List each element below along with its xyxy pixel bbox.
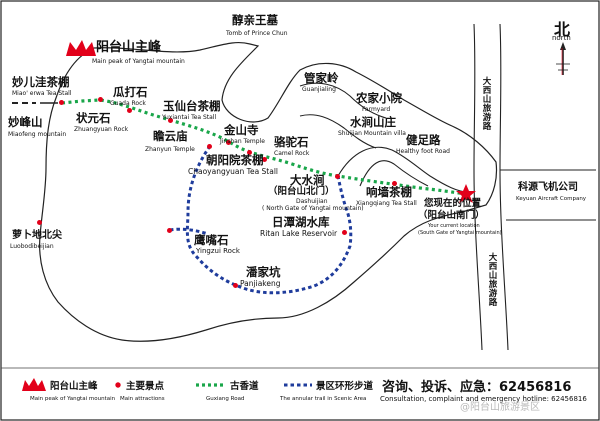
- contact-hotline: 咨询、投诉、应急：62456816: [382, 380, 572, 395]
- north-arrow: [560, 42, 566, 50]
- dot-luobodi: [37, 220, 42, 225]
- label-current-gate-en: (South Gate of Yangtai mountain): [418, 230, 502, 236]
- label-current: 您现在的位置: [424, 198, 482, 209]
- label-miaofeng: 妙峰山: [8, 115, 43, 129]
- label-panjiakeng-en: Panjiakeng: [240, 279, 281, 288]
- north-label-en: north: [552, 34, 571, 42]
- daxishan-road-a: [473, 23, 483, 351]
- label-yingzui: 鹰嘴石: [194, 233, 229, 247]
- current-location-star: [456, 184, 476, 203]
- legend-peak-icon: [22, 378, 46, 391]
- valley-ridge: [359, 160, 429, 187]
- farmyard-road: [299, 82, 387, 119]
- peak-icon: [66, 40, 96, 56]
- dot-guada: [127, 108, 132, 113]
- legend-ancient-road-label: 古香道: [230, 381, 259, 392]
- daxishan-road-b: [499, 23, 509, 351]
- legend-peak-label: 阳台山主峰: [50, 381, 98, 392]
- label-main-peak: 阳台山主峰: [96, 40, 162, 55]
- label-farmyard-en: Farmyard: [362, 106, 391, 113]
- label-keyuan-en: Keyuan Aircraft Company: [516, 196, 587, 202]
- legend-attraction-dot-icon: [115, 382, 121, 388]
- road-label-daxishan-upper: 大西山旅游路: [482, 77, 492, 132]
- label-dashuijian: 大水涧: [290, 173, 325, 187]
- label-keyuan: 科源飞机公司: [518, 182, 578, 193]
- label-shuijian: 水涧山庄: [350, 115, 396, 129]
- dot-dashuijian: [335, 174, 340, 179]
- legend-trail-label: 景区环形步道: [316, 381, 374, 392]
- mountain-boundary: [39, 41, 498, 342]
- dot-zhuangyuan: [98, 97, 103, 102]
- label-zhanyun-en: Zhanyun Temple: [145, 146, 195, 153]
- label-miaoerwa-en: Miao' erwa Tea Stall: [12, 90, 72, 97]
- dot-zhanyun: [207, 144, 212, 149]
- label-dashuijian-en: Dashuijian: [296, 198, 328, 205]
- label-tomb-en: Tomb of Prince Chun: [226, 30, 288, 37]
- shuijian-road: [299, 114, 377, 149]
- dot-yingzui: [167, 228, 172, 233]
- label-zhanyun: 瞻云庙: [153, 129, 188, 143]
- label-jinshan-en: Jinshan Temple: [220, 138, 265, 145]
- label-guada-en: Guada Rock: [110, 100, 146, 107]
- legend-trail-label-en: The annular trail in Scenic Area: [280, 396, 367, 402]
- label-farmyard: 农家小院: [356, 91, 402, 105]
- label-miaoerwa: 妙儿洼茶棚: [12, 75, 70, 89]
- label-miaofeng-en: Miaofeng mountain: [8, 131, 67, 138]
- label-healthy: 健足路: [406, 133, 441, 147]
- label-guada: 瓜打石: [113, 85, 148, 99]
- dot-yuxiantai: [168, 118, 173, 123]
- label-guanjialing: 管家岭: [304, 71, 339, 85]
- label-dashuijian-gate-en: ( North Gate of Yangtai mountain): [262, 205, 364, 212]
- dot-ritan: [342, 230, 347, 235]
- label-yingzui-en: Yingzui Rock: [196, 247, 240, 255]
- label-dashuijian-gate: （阳台山北门）: [268, 186, 335, 197]
- legend-attractions-label: 主要景点: [126, 381, 165, 392]
- legend-ancient-road-label-en: Guxiang Road: [206, 396, 245, 402]
- dot-panjiakeng: [233, 283, 238, 288]
- label-current-gate: （阳台山南门）: [418, 210, 485, 221]
- label-panjiakeng: 潘家坑: [246, 265, 281, 279]
- north-label: 北: [554, 20, 571, 39]
- guxiang-road: [61, 98, 467, 196]
- label-ritan-en: Ritan Lake Reservoir: [260, 229, 338, 238]
- label-guanjialing-en: Guanjialing: [302, 86, 336, 93]
- label-healthy-en: Healthy foot Road: [396, 148, 450, 155]
- contact-hotline-en: Consultation, complaint and emergency ho…: [380, 395, 587, 403]
- dot-xiangqiang: [392, 181, 397, 186]
- label-luobodi: 萝卜地北尖: [12, 230, 62, 241]
- label-shuijian-en: Shuijian Mountain villa: [338, 130, 406, 137]
- road-label-daxishan-lower: 大西山旅游路: [488, 253, 498, 308]
- label-jinshan: 金山寺: [224, 123, 259, 137]
- label-chaoyang: 朝阳院茶棚: [206, 153, 264, 167]
- label-yuxiantai: 玉仙台茶棚: [163, 99, 221, 113]
- label-zhuangyuan-en: Zhuangyuan Rock: [74, 126, 129, 133]
- dot-jinshan: [226, 140, 231, 145]
- label-current-en: Your current location: [428, 223, 480, 229]
- label-yuxiantai-en: Yuxiantai Tea Stall: [162, 114, 217, 121]
- label-ritan: 日潭湖水库: [272, 215, 330, 229]
- label-luobodi-en: Luobodibeijian: [10, 243, 54, 250]
- label-chaoyang-en: Chaoyangyuan Tea Stall: [188, 167, 279, 176]
- label-camel: 骆驼石: [274, 135, 309, 149]
- legend-peak-label-en: Main peak of Yangtai mountain: [30, 396, 116, 402]
- dot-camel: [247, 150, 252, 155]
- trail-branch: [169, 227, 209, 236]
- dot-miaoerwa: [59, 100, 64, 105]
- valley-outline: [337, 146, 469, 193]
- label-camel-en: Camel Rock: [274, 150, 310, 157]
- label-xiangqiang: 响墙茶棚: [366, 185, 412, 199]
- watermark: @阳台山旅游景区: [460, 402, 540, 413]
- label-xiangqiang-en: Xiangqiang Tea Stall: [356, 200, 417, 207]
- dot-chaoyang: [262, 157, 267, 162]
- annular-trail: [185, 145, 353, 295]
- label-main-peak-en: Main peak of Yangtai mountain: [92, 58, 185, 65]
- legend-attractions-label-en: Main attractions: [120, 396, 165, 402]
- label-tomb: 醇亲王墓: [232, 13, 278, 27]
- label-zhuangyuan: 状元石: [76, 111, 111, 125]
